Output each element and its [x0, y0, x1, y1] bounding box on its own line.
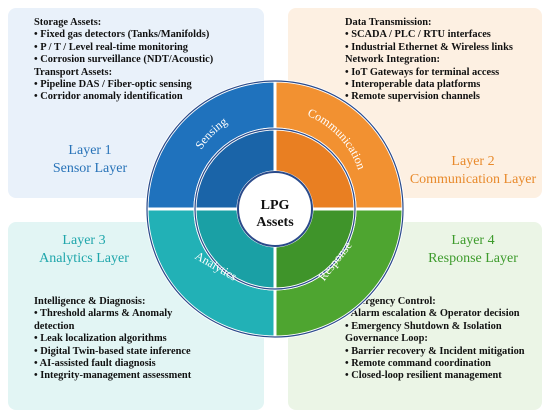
list-heading: Emergency Control: [345, 296, 436, 307]
layer-1-title: Layer 1 Sensor Layer [30, 142, 150, 178]
list-item: • SCADA / PLC / RTU interfaces [345, 29, 491, 41]
layer-4-title: Layer 4 Response Layer [408, 232, 538, 268]
list-item: • Barrier recovery & Incident mitigation [345, 345, 525, 357]
list-item: • Remote command coordination [345, 358, 491, 370]
inner-ring-outline [194, 128, 356, 290]
center-label-line2: Assets [256, 215, 294, 230]
center-circle [237, 171, 313, 247]
list-heading: Network Integration: [345, 54, 440, 66]
list-item: • Industrial Ethernet & Wireless links [345, 41, 513, 53]
list-heading: Governance Loop: [345, 333, 428, 345]
list-heading: Data Transmission: [345, 17, 432, 28]
response-layer-list: Emergency Control:• Alarm escalation & O… [345, 296, 525, 383]
sensor-layer-list: Storage Assets:• Fixed gas detectors (Ta… [34, 17, 213, 104]
list-item: • Fixed gas detectors (Tanks/Manifolds) [34, 29, 210, 41]
list-item: • Emergency Shutdown & Isolation [345, 320, 502, 332]
layer-4-name: Response Layer [428, 251, 518, 266]
layer-1-name: Sensor Layer [52, 161, 128, 176]
list-item: • Corridor anomaly identification [34, 91, 183, 103]
list-heading: Storage Assets: [34, 17, 102, 28]
layer-2-number: Layer 2 [451, 154, 495, 169]
list-item: • IoT Gateways for terminal access [345, 66, 500, 78]
layer-4-number: Layer 4 [451, 233, 495, 248]
center-label-line1: LPG [261, 198, 290, 213]
list-heading: Intelligence & Diagnosis: [34, 296, 146, 307]
list-heading: Transport Assets: [34, 66, 113, 78]
list-item: • Alarm escalation & Operator decision [345, 308, 520, 320]
layer-3-title: Layer 3 Analytics Layer [14, 232, 154, 268]
layer-3-name: Analytics Layer [39, 251, 129, 266]
list-item: • Pipeline DAS / Fiber-optic sensing [34, 79, 192, 91]
list-item: • Remote supervision channels [345, 91, 480, 103]
communication-layer-list: Data Transmission:• SCADA / PLC / RTU in… [345, 17, 513, 104]
list-item: • Leak localization algorithms [34, 333, 167, 345]
layer-1-number: Layer 1 [68, 143, 112, 158]
analytics-layer-list: Intelligence & Diagnosis:• Threshold ala… [34, 296, 191, 383]
list-item: • Threshold alarms & Anomaly [34, 308, 173, 320]
list-item: • AI-assisted fault diagnosis [34, 358, 156, 370]
list-item: • P / T / Level real-time monitoring [34, 41, 188, 53]
layer-2-name: Communication Layer [409, 172, 537, 187]
layer-3-number: Layer 3 [62, 233, 106, 248]
list-item: • Integrity-management assessment [34, 370, 192, 382]
list-item: • Digital Twin-based state inference [34, 345, 191, 357]
list-item: • Corrosion surveillance (NDT/Acoustic) [34, 54, 214, 66]
layer-2-title: Layer 2 Communication Layer [398, 153, 548, 189]
list-item: • Interoperable data platforms [345, 79, 481, 91]
list-item: • Closed-loop resilient management [345, 370, 502, 382]
list-item: detection [34, 320, 75, 332]
outer-ring-outline [146, 80, 404, 338]
